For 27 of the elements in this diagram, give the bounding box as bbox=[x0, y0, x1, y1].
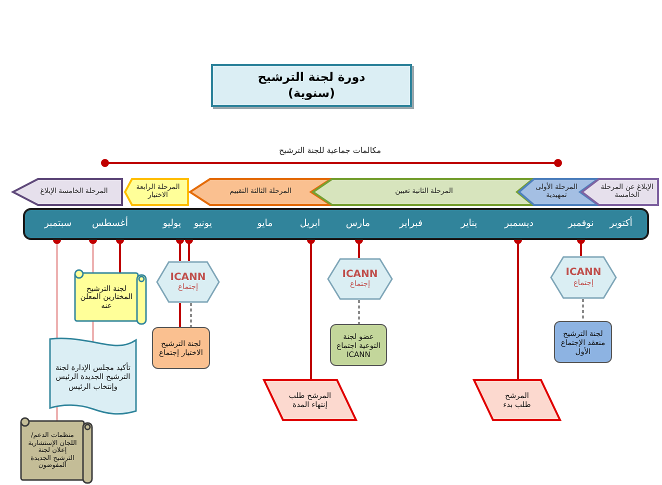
month-label: يونيو bbox=[194, 217, 212, 230]
note-box bbox=[152, 327, 210, 369]
dashed-connector bbox=[190, 303, 192, 327]
month-label: يناير bbox=[460, 217, 478, 230]
month-label: مارس bbox=[346, 217, 370, 230]
dashed-connector bbox=[582, 299, 584, 321]
note-box bbox=[554, 321, 612, 363]
diagram-title: دورة لجنة الترشيح (سنوية) bbox=[256, 70, 366, 102]
month-label: نوفمبر bbox=[568, 217, 594, 230]
month-label: مايو bbox=[257, 217, 273, 230]
note-box bbox=[330, 324, 387, 366]
hexagon-title: ICANN bbox=[342, 268, 378, 280]
month-label: ابريل bbox=[300, 217, 320, 230]
month-label: سبتمبر bbox=[44, 217, 72, 230]
connector-line bbox=[179, 303, 181, 327]
hexagon-title: ICANN bbox=[566, 267, 602, 279]
call-label: مكالمات جماعية للجنة الترشيح bbox=[278, 145, 382, 157]
month-label: ديسمبر bbox=[504, 217, 534, 230]
timeline-bar bbox=[23, 208, 649, 240]
connector-line bbox=[92, 321, 94, 342]
month-label: يوليو bbox=[162, 217, 182, 230]
connector-line bbox=[56, 407, 58, 421]
month-label: فبراير bbox=[399, 217, 423, 230]
month-label: أغسطس bbox=[92, 217, 128, 230]
month-label: أكتوبر bbox=[610, 217, 632, 230]
hexagon-title: ICANN bbox=[170, 272, 206, 283]
dashed-connector bbox=[358, 300, 360, 324]
